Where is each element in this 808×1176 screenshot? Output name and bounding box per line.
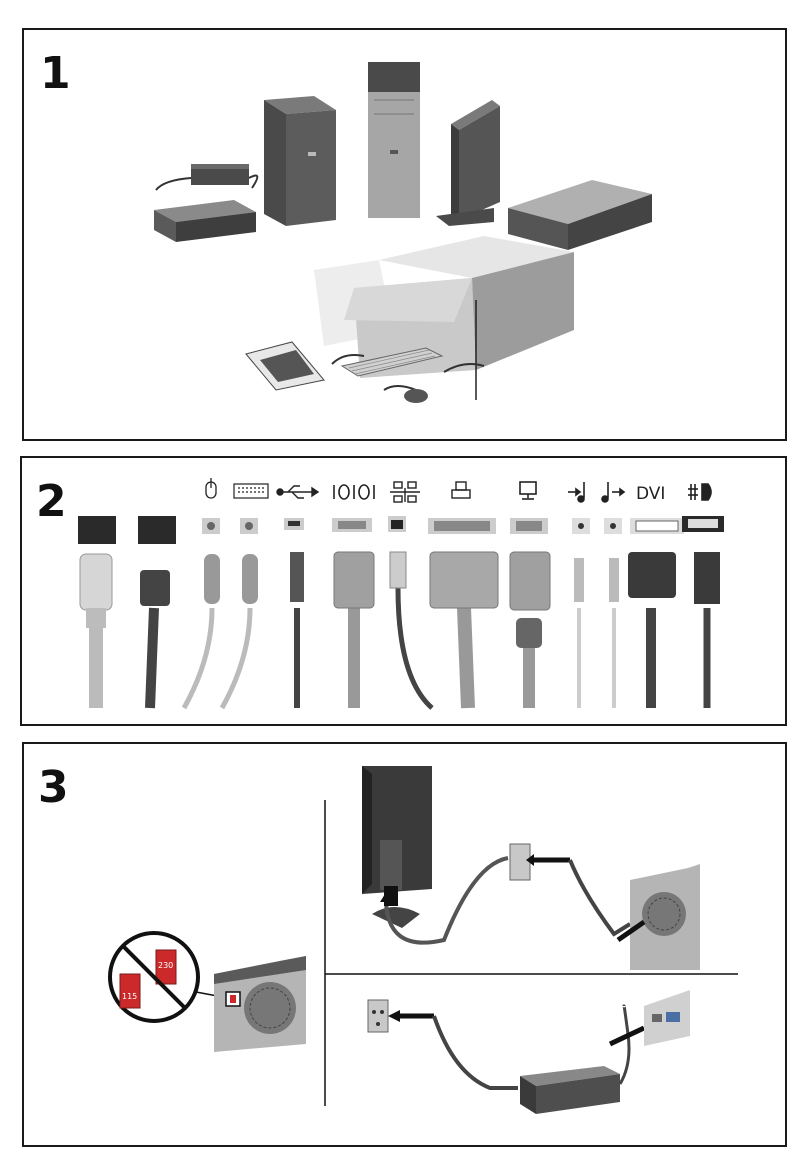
voltage-230: 230 [158,961,173,970]
wall-outlet-bottom [368,1000,388,1032]
voltage-warning: 115 230 [110,933,228,1021]
computer-rear-bottom [644,990,690,1046]
computer-rear-top [630,864,700,970]
connector-cables-illustration: DVI [22,458,789,728]
usdt-computer [154,200,256,242]
monitor-icon [520,482,536,499]
keyboard-icon [234,484,268,498]
step-3-panel: 3 115 230 [22,742,787,1147]
open-shipping-box [314,236,574,400]
line-out-icon [602,482,624,502]
computer-rear-psu [214,956,306,1052]
voltage-115: 115 [122,992,137,1001]
computer-models-illustration [24,30,789,443]
power-connection-illustration: 115 230 [24,744,789,1149]
wall-outlet-top [510,844,530,880]
usb-icon [277,486,318,498]
sff-tower-computer [436,100,500,226]
documentation [246,342,324,390]
port-row [78,516,724,544]
power-adapter-brick [520,1066,620,1114]
network-icon [390,482,420,502]
step-2-panel: 2 [20,456,787,726]
line-in-icon [568,482,584,502]
sff-desktop-computer [508,180,652,250]
mouse-icon [206,478,216,498]
cable-row [80,552,720,708]
minitower-computer [264,96,336,226]
step-1-panel: 1 [22,28,787,441]
serial-icon [334,485,374,499]
power-adapter [156,164,257,190]
dvi-label: DVI [636,484,665,504]
microtower-computer [368,62,420,218]
displayport-icon [688,484,711,500]
printer-icon [452,482,470,498]
